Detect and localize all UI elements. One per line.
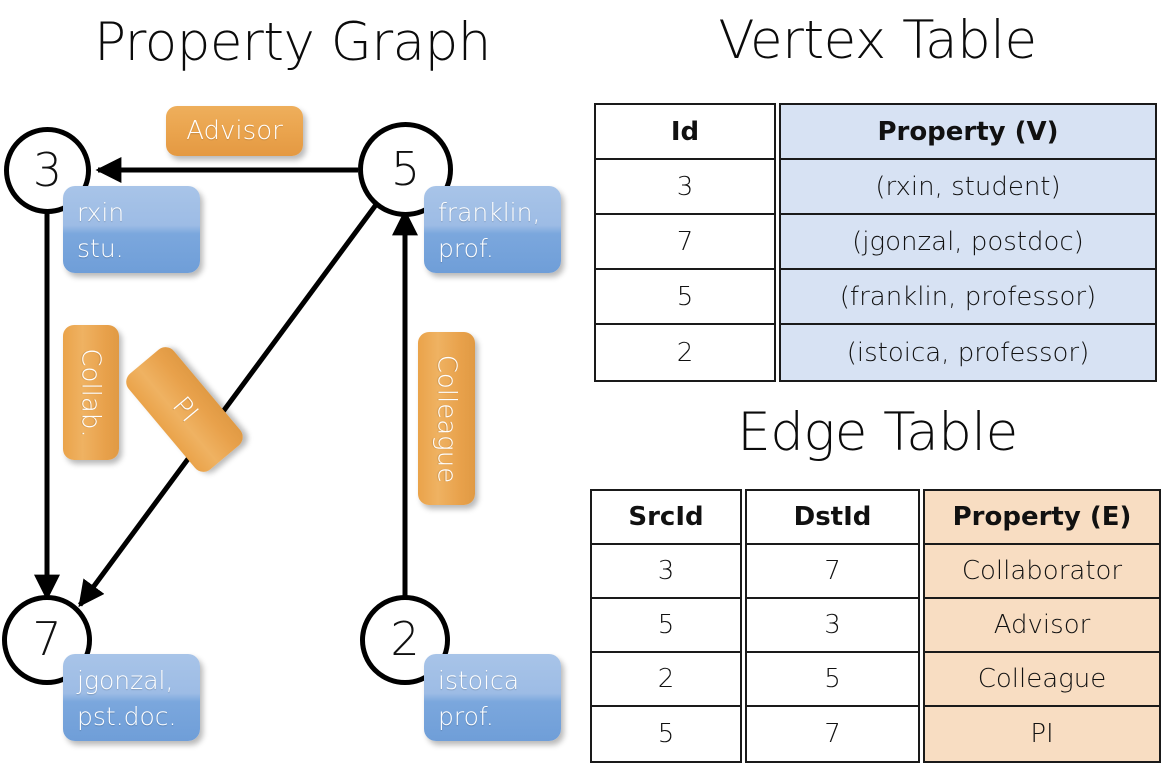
table-cell: 3 bbox=[747, 599, 918, 653]
node-property-box-rxin: rxin stu. bbox=[63, 186, 200, 273]
table-cell: 7 bbox=[596, 215, 774, 270]
edge-table-column-dstid: DstId 7 3 5 7 bbox=[745, 489, 920, 763]
edge-label-advisor-text: Advisor bbox=[186, 116, 283, 146]
edge-table-column-property: Property (E) Collaborator Advisor Collea… bbox=[923, 489, 1161, 763]
edge-label-advisor: Advisor bbox=[166, 106, 303, 156]
vertex-table-header-property: Property (V) bbox=[781, 105, 1155, 160]
edge-label-collab: Collab. bbox=[63, 325, 119, 460]
node-property-istoica-line1: istoica bbox=[438, 666, 520, 695]
edge-label-colleague: Colleague bbox=[418, 332, 475, 505]
vertex-table-header-id: Id bbox=[596, 105, 774, 160]
table-cell: Advisor bbox=[925, 599, 1159, 653]
table-cell: 5 bbox=[592, 707, 740, 761]
graph-node-3[interactable]: 3 bbox=[4, 127, 91, 214]
edge-table-column-srcid: SrcId 3 5 2 5 bbox=[590, 489, 742, 763]
node-property-box-jgonzal: jgonzal, pst.doc. bbox=[63, 654, 200, 741]
table-cell: 2 bbox=[596, 325, 774, 380]
vertex-table: Id 3 7 5 2 Property (V) (rxin, student) … bbox=[594, 103, 1157, 382]
node-property-jgonzal-line2: pst.doc. bbox=[77, 702, 177, 731]
graph-node-7-label: 7 bbox=[32, 612, 62, 666]
edge-table-header-dstid: DstId bbox=[747, 491, 918, 545]
table-cell: 7 bbox=[747, 707, 918, 761]
graph-node-5[interactable]: 5 bbox=[358, 122, 453, 217]
table-cell: (franklin, professor) bbox=[781, 270, 1155, 325]
graph-node-5-label: 5 bbox=[390, 141, 421, 196]
table-cell: 5 bbox=[747, 653, 918, 707]
node-property-jgonzal-line1: jgonzal, bbox=[77, 666, 174, 695]
property-graph-diagram: 3 5 7 2 rxin stu. franklin, prof. jgonza… bbox=[0, 90, 585, 760]
table-cell: (jgonzal, postdoc) bbox=[781, 215, 1155, 270]
table-cell: 7 bbox=[747, 545, 918, 599]
table-cell: Colleague bbox=[925, 653, 1159, 707]
node-property-franklin-line1: franklin, bbox=[438, 198, 541, 227]
graph-node-2-label: 2 bbox=[390, 612, 420, 666]
table-cell: (rxin, student) bbox=[781, 160, 1155, 215]
page-title-vertex-table: Vertex Table bbox=[718, 10, 1037, 71]
node-property-rxin-line2: stu. bbox=[77, 234, 124, 263]
edge-label-colleague-text: Colleague bbox=[431, 354, 462, 483]
edge-table-header-property: Property (E) bbox=[925, 491, 1159, 545]
node-property-rxin-line1: rxin bbox=[77, 198, 125, 227]
vertex-table-column-property: Property (V) (rxin, student) (jgonzal, p… bbox=[779, 103, 1157, 382]
table-cell: (istoica, professor) bbox=[781, 325, 1155, 380]
graph-edges-layer bbox=[34, 157, 418, 608]
page-title-edge-table: Edge Table bbox=[737, 402, 1018, 463]
node-property-box-istoica: istoica prof. bbox=[424, 654, 561, 741]
table-cell: 5 bbox=[596, 270, 774, 325]
graph-node-3-label: 3 bbox=[32, 142, 63, 197]
page-title-property-graph: Property Graph bbox=[94, 12, 491, 73]
edge-table-header-srcid: SrcId bbox=[592, 491, 740, 545]
table-cell: 2 bbox=[592, 653, 740, 707]
table-cell: 3 bbox=[596, 160, 774, 215]
edge-5-to-7-pi bbox=[77, 200, 381, 608]
vertex-table-column-id: Id 3 7 5 2 bbox=[594, 103, 776, 382]
table-cell: 5 bbox=[592, 599, 740, 653]
node-property-istoica-line2: prof. bbox=[438, 702, 494, 731]
table-cell: Collaborator bbox=[925, 545, 1159, 599]
edge-label-pi-text: PI bbox=[165, 390, 204, 429]
table-cell: PI bbox=[925, 707, 1159, 761]
node-property-franklin-line2: prof. bbox=[438, 234, 494, 263]
edge-label-collab-text: Collab. bbox=[76, 347, 106, 438]
edge-table: SrcId 3 5 2 5 DstId 7 3 5 7 Property (E)… bbox=[590, 489, 1161, 763]
table-cell: 3 bbox=[592, 545, 740, 599]
node-property-box-franklin: franklin, prof. bbox=[424, 186, 561, 273]
